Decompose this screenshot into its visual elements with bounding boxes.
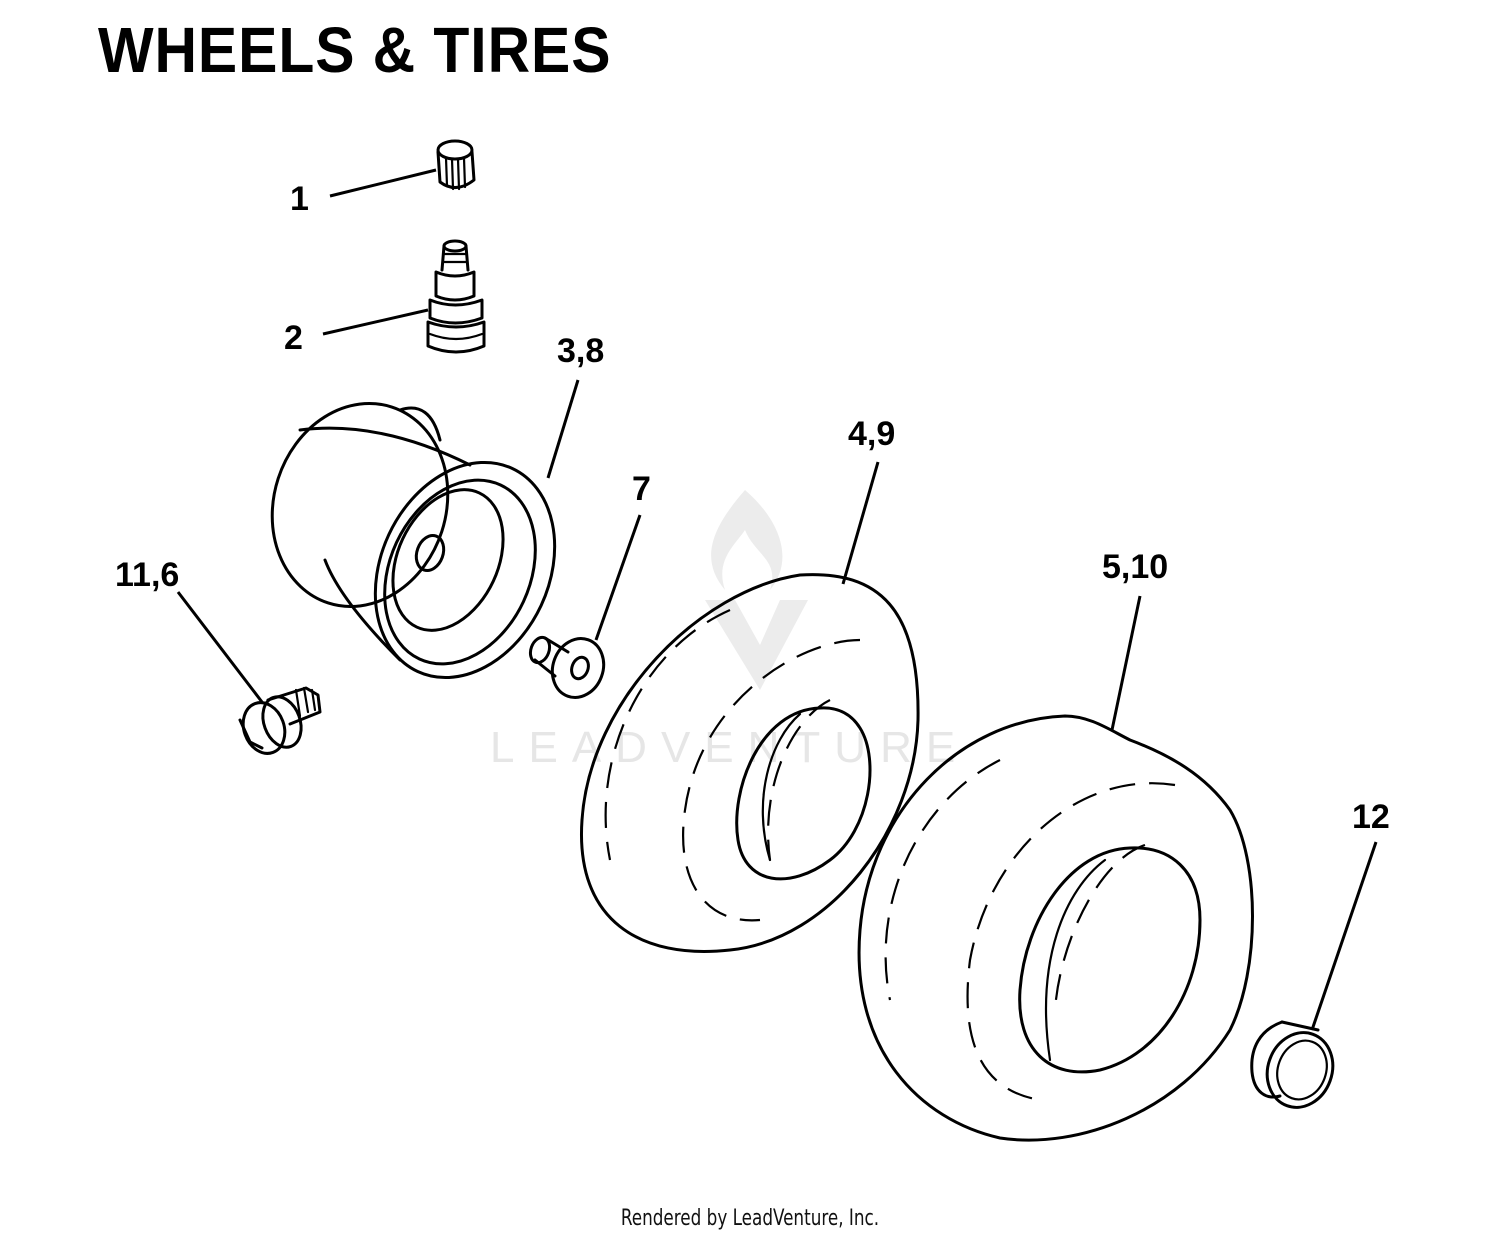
footer-credit: Rendered by LeadVenture, Inc. [620,1206,880,1231]
callout-label-2: 2 [284,319,303,357]
leader-line-1 [329,168,437,198]
callout-label-12: 12 [1352,798,1390,836]
leader-line-3-8 [546,379,580,479]
leader-line-7 [594,514,642,641]
leader-line-11-6 [176,591,264,703]
callout-label-4-9: 4,9 [848,415,895,453]
callout-label-1: 1 [290,180,309,218]
page-title: WHEELS & TIRES [98,14,612,86]
callout-label-3-8: 3,8 [557,332,604,370]
leadventure-flame-logo-icon [705,490,808,690]
valve-stem[interactable] [426,239,486,354]
valve-cap[interactable] [436,139,476,191]
watermark: LEADVENTURE [490,490,969,772]
rear-tire[interactable] [857,714,1254,1142]
callout-label-11-6: 11,6 [115,556,179,594]
cap-plug[interactable] [1250,1020,1343,1117]
callout-label-7: 7 [632,470,651,508]
leader-line-12 [1310,841,1378,1031]
wheel-rim[interactable] [246,380,588,707]
front-tire[interactable] [580,573,920,953]
watermark-text: LEADVENTURE [490,723,969,772]
bushing[interactable] [527,631,612,704]
leader-line-5-10 [1110,595,1142,731]
callout-label-5-10: 5,10 [1102,548,1168,586]
lug-bolt[interactable] [236,686,322,759]
leader-line-2 [322,308,429,336]
leader-line-4-9 [841,461,880,585]
